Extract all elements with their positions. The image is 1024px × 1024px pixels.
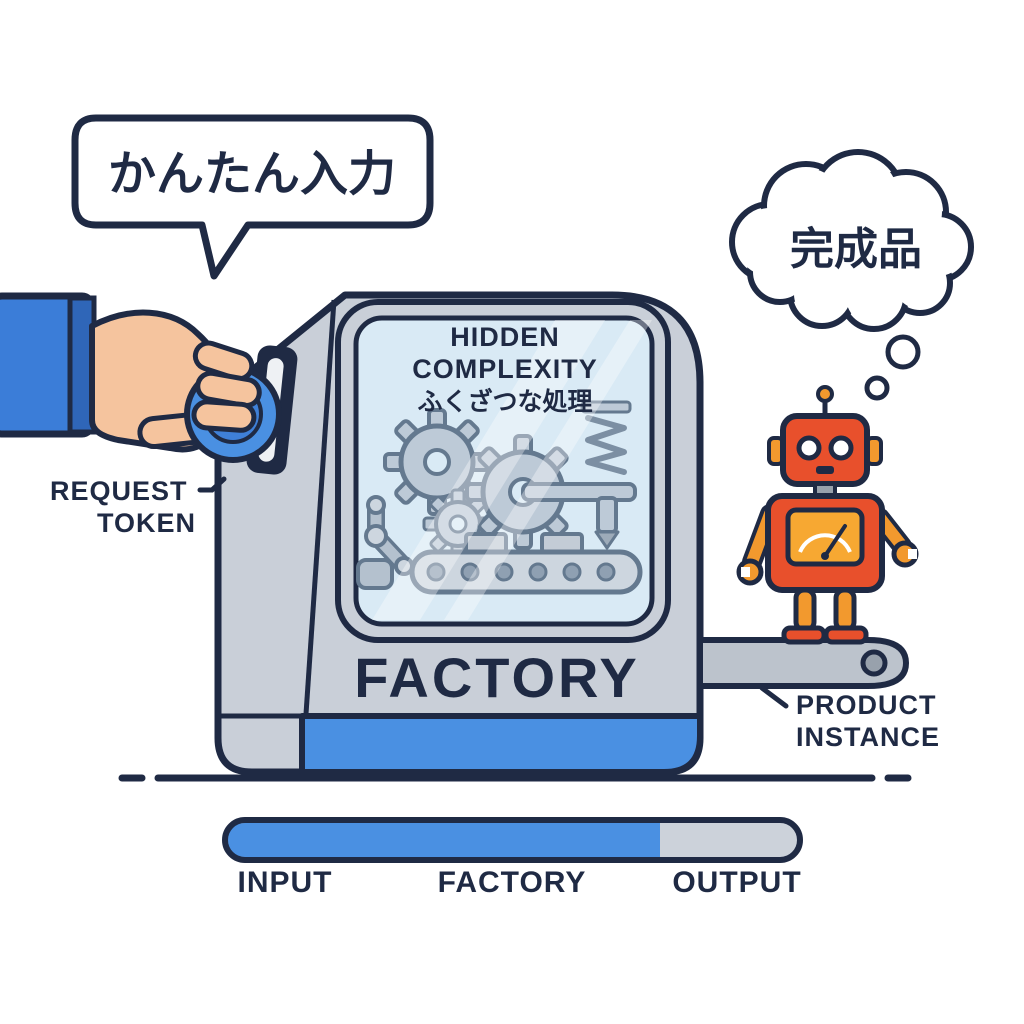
- glass-shine: [372, 320, 605, 620]
- request-token-label: REQUEST TOKEN: [50, 476, 196, 538]
- belt-rollers: [426, 562, 616, 582]
- robot-antenna-ball: [816, 385, 834, 403]
- spring: [580, 400, 632, 475]
- thought-bubble-text: 完成品: [790, 225, 922, 274]
- robot-foot-right: [823, 625, 869, 645]
- flow-progress-fill: [228, 823, 660, 857]
- speech-bubble-text: かんたん入力: [108, 148, 396, 201]
- robot-leg-right: [833, 587, 857, 633]
- chute-end-roller: [860, 649, 888, 677]
- robot: [736, 385, 919, 645]
- hidden-complexity-label-line1: HIDDEN: [450, 322, 560, 352]
- robot-mouth: [816, 466, 834, 474]
- thought-trail-bubble-large: [885, 334, 921, 370]
- thought-bubble-interior: [736, 156, 967, 325]
- product-instance-label: PRODUCT INSTANCE: [796, 690, 945, 752]
- speech-bubble: かんたん入力: [71, 114, 434, 280]
- request-token-pointer-line: [197, 476, 227, 493]
- robot-leg-left: [793, 587, 817, 633]
- request-token-callout: REQUEST TOKEN: [50, 476, 227, 538]
- product-instance-line1: PRODUCT: [796, 690, 937, 720]
- flow-stage-labels: INPUT FACTORY OUTPUT: [238, 866, 801, 899]
- robot-gauge-pivot: [821, 552, 829, 560]
- robot-arm-right: [870, 508, 919, 568]
- hidden-complexity-label-line2: COMPLEXITY: [412, 354, 598, 384]
- thought-bubble: 完成品: [729, 149, 974, 401]
- robot-gauge-arc: [798, 533, 852, 553]
- robot-foot-left: [781, 625, 827, 645]
- machine-left-seam: [303, 299, 337, 715]
- product-instance-line2: INSTANCE: [796, 722, 940, 752]
- conveyor-belt: [409, 532, 643, 595]
- factory-machine: HIDDEN COMPLEXITY ふくざつな処理 FACTORY: [214, 291, 704, 776]
- flow-progress-bar: [222, 817, 803, 863]
- machine-base-band: [299, 713, 703, 775]
- robot-gauge-needle: [823, 524, 847, 558]
- product-instance-pointer-line: [759, 685, 789, 709]
- request-token-line2: TOKEN: [97, 508, 196, 538]
- hand-inserting-token: [0, 292, 282, 463]
- output-chute: [697, 637, 909, 689]
- glass-shine: [444, 320, 652, 620]
- robot-eye-right: [828, 435, 854, 461]
- finger: [191, 399, 257, 433]
- product-instance-callout: PRODUCT INSTANCE: [759, 685, 945, 752]
- press-piston: [596, 496, 618, 534]
- thought-trail-bubble-small: [864, 375, 890, 401]
- hidden-machinery: [356, 320, 652, 620]
- robot-eye-left: [796, 435, 822, 461]
- factory-name-label: FACTORY: [354, 646, 639, 709]
- stage-label-input: INPUT: [238, 866, 333, 899]
- press-tip: [594, 530, 620, 550]
- belt-item: [540, 532, 584, 554]
- stage-label-output: OUTPUT: [672, 866, 801, 899]
- request-token-line1: REQUEST: [50, 476, 188, 506]
- internal-robot-arm: [356, 495, 414, 590]
- stage-label-factory: FACTORY: [438, 866, 587, 899]
- hidden-complexity-jp-label: ふくざつな処理: [417, 387, 592, 416]
